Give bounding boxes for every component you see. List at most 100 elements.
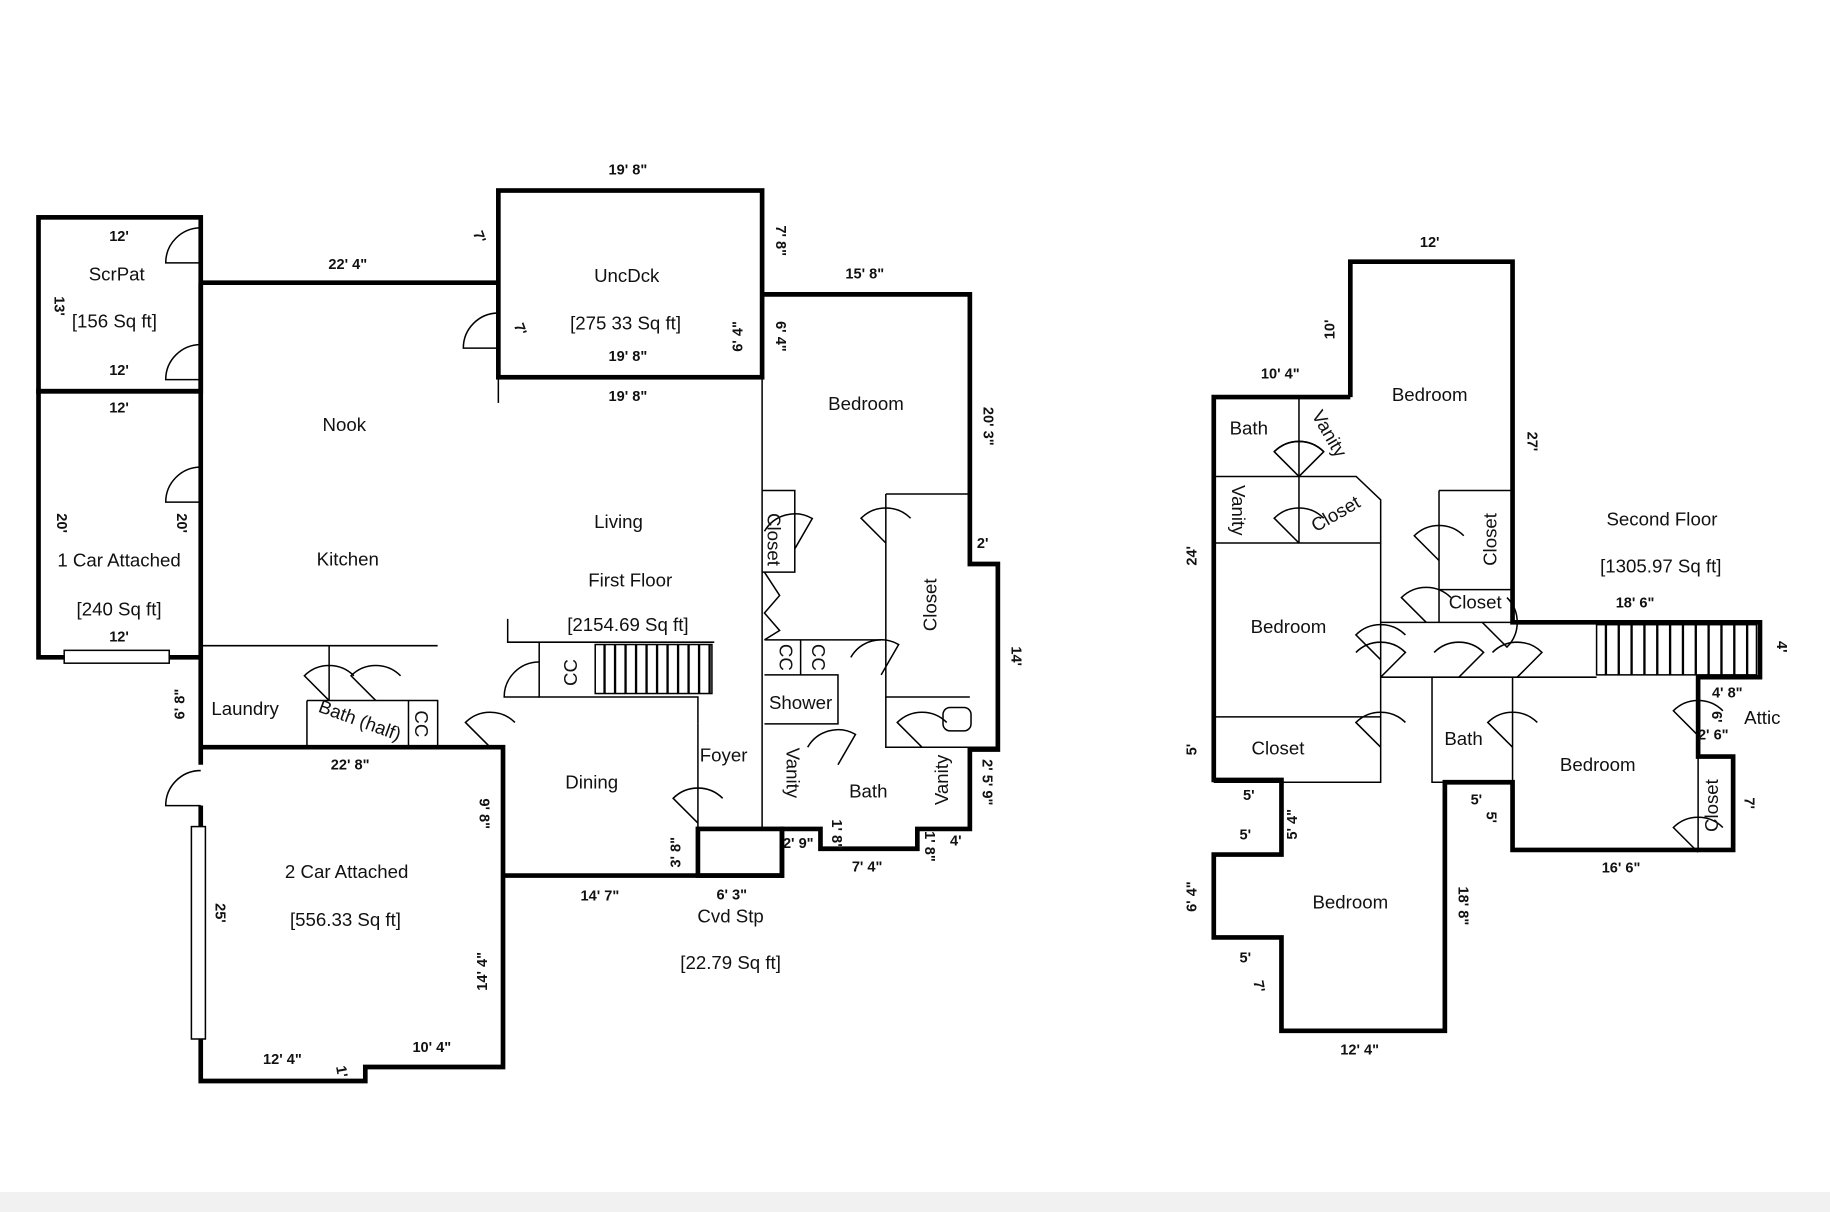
door-swing-icon bbox=[303, 664, 355, 702]
room-label: Laundry bbox=[211, 698, 279, 719]
dimension-label: 19' 8" bbox=[609, 349, 648, 365]
room-label: Dining bbox=[565, 771, 618, 792]
room-label: Shower bbox=[769, 692, 832, 713]
room-label: Bedroom bbox=[1251, 616, 1327, 637]
dimension-label: 6' 4" bbox=[731, 321, 747, 352]
dimension-label: 7' bbox=[469, 229, 488, 245]
door-swing-icon bbox=[1273, 440, 1325, 477]
dimension-label: 20' 3" bbox=[980, 407, 996, 446]
dimension-label: 19' 8" bbox=[609, 163, 648, 179]
room-label: Bath (half) bbox=[316, 695, 404, 744]
room-label: Vanity bbox=[1308, 407, 1352, 462]
bottom-scroll-strip bbox=[0, 1192, 1830, 1212]
door-swing-icon bbox=[503, 661, 540, 698]
door-swing-icon bbox=[896, 711, 948, 748]
room-label: CC bbox=[775, 644, 796, 671]
room-label: Closet bbox=[1701, 778, 1722, 832]
dimension-label: 19' 8" bbox=[609, 389, 648, 405]
door-swing-icon bbox=[164, 227, 201, 264]
dimension-label: 15' 8" bbox=[845, 266, 884, 282]
door-swing-icon bbox=[850, 639, 900, 676]
door-swing-icon bbox=[763, 513, 814, 550]
room-label: Living bbox=[594, 511, 643, 532]
room-label: Closet bbox=[1252, 737, 1306, 758]
dimension-label: 20' bbox=[173, 513, 189, 533]
dimension-label: 13' bbox=[51, 296, 67, 316]
door-swing-icon bbox=[1355, 641, 1407, 678]
dimension-label: 12' bbox=[1420, 235, 1440, 251]
dimension-label: 12' bbox=[109, 629, 129, 645]
room-label: ScrPat bbox=[89, 264, 146, 285]
room-label: Bath bbox=[1230, 418, 1268, 439]
dimension-label: 12' bbox=[109, 401, 129, 417]
dimension-label: 10' 4" bbox=[412, 1040, 451, 1056]
room-label: [2154.69 Sq ft] bbox=[567, 614, 688, 635]
room-label: Bath bbox=[849, 781, 887, 802]
dimension-label: 25' bbox=[212, 903, 228, 923]
door-swing-icon bbox=[806, 728, 857, 766]
dimension-label: 6' bbox=[1708, 711, 1724, 723]
room-label: Bedroom bbox=[1560, 754, 1636, 775]
dimension-label: 12' 4" bbox=[263, 1052, 302, 1068]
dimension-label: 5' bbox=[1239, 828, 1251, 844]
dimension-label: 12' bbox=[109, 229, 129, 245]
staircase bbox=[594, 643, 713, 695]
dimension-label: 27' bbox=[1523, 432, 1539, 452]
dimension-label: 6' 8" bbox=[173, 689, 189, 720]
room-label: [1305.97 Sq ft] bbox=[1600, 555, 1721, 576]
dimension-label: 4' bbox=[1773, 641, 1789, 653]
room-label: Vanity bbox=[1228, 485, 1249, 536]
first-floor-walls bbox=[36, 188, 1001, 1084]
dimension-label: 12' 4" bbox=[1340, 1043, 1379, 1059]
door-swing-icon bbox=[672, 787, 724, 824]
door-swing-icon bbox=[349, 664, 402, 702]
door-swing-icon bbox=[1400, 586, 1452, 623]
door-swing-icon bbox=[1433, 641, 1485, 678]
door-swing-icon bbox=[859, 507, 912, 544]
dimension-label: 18' 6" bbox=[1616, 596, 1655, 612]
door-swing-icon bbox=[1672, 816, 1724, 853]
room-label: 2 Car Attached bbox=[285, 861, 408, 882]
room-label: Cvd Stp bbox=[697, 906, 763, 927]
room-label: Bedroom bbox=[828, 393, 904, 414]
dimension-label: 7' bbox=[510, 321, 529, 337]
room-label: Bedroom bbox=[1392, 384, 1468, 405]
dimension-label: 2' 9" bbox=[783, 836, 814, 852]
room-label: Attic bbox=[1744, 707, 1780, 728]
room-label: Vanity bbox=[782, 748, 803, 799]
room-label: Bedroom bbox=[1312, 892, 1388, 913]
dimension-label: 5' bbox=[1243, 788, 1255, 804]
room-label: CC bbox=[411, 710, 432, 737]
door-swing-icon bbox=[1273, 507, 1325, 544]
door-swings bbox=[164, 227, 1724, 853]
room-label: Bath bbox=[1444, 728, 1482, 749]
dimension-label: 7' bbox=[1740, 797, 1756, 809]
door-swing-icon bbox=[164, 466, 201, 503]
room-label: CC bbox=[560, 659, 581, 686]
dimension-label: 7' 4" bbox=[852, 859, 883, 875]
room-label: Closet bbox=[1307, 491, 1364, 536]
staircase bbox=[1595, 623, 1758, 676]
dimension-label: 5' 4" bbox=[1285, 809, 1301, 840]
door-swing-icon bbox=[1481, 597, 1518, 649]
dimension-label: 5' bbox=[1239, 950, 1251, 966]
dimension-label: 4' bbox=[950, 834, 962, 850]
room-label: First Floor bbox=[588, 569, 672, 590]
room-label: Closet bbox=[919, 578, 940, 632]
dimension-label: 14' bbox=[1008, 646, 1024, 666]
door-swing-icon bbox=[1486, 711, 1538, 748]
dimension-label: 5' bbox=[1483, 811, 1499, 823]
dimension-label: 1' bbox=[332, 1065, 350, 1079]
room-label: UncDck bbox=[594, 265, 660, 286]
dimension-label: 5' bbox=[1471, 793, 1483, 809]
door-swing-icon bbox=[1413, 524, 1465, 562]
dimension-label: 5' bbox=[1185, 744, 1201, 756]
dimension-label: 1' 8" bbox=[921, 831, 937, 862]
room-label: Closet bbox=[1449, 592, 1503, 613]
dimension-label: 7' bbox=[1249, 979, 1267, 993]
dimension-label: 2' 5' 9" bbox=[978, 759, 994, 805]
door-swing-icon bbox=[164, 769, 201, 807]
door-swing-icon bbox=[462, 312, 499, 349]
